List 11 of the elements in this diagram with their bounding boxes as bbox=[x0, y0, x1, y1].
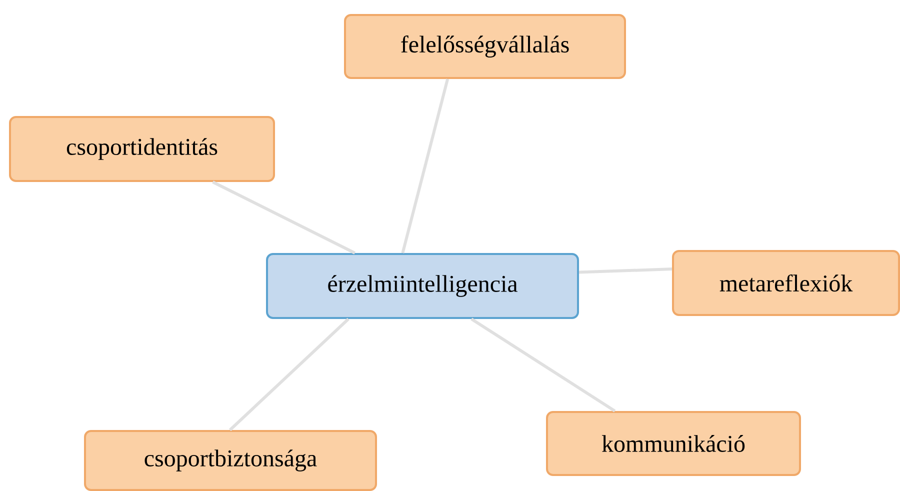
connector-line bbox=[228, 318, 350, 432]
topic-box: kommunikáció bbox=[546, 411, 801, 476]
connector-line bbox=[212, 180, 356, 254]
topic-box: felelősségvállalás bbox=[344, 14, 626, 79]
topic-box: metareflexiók bbox=[672, 250, 900, 316]
topic-box: csoportidentitás bbox=[9, 116, 275, 182]
topic-box: csoportbiztonsága bbox=[84, 430, 377, 491]
connector-line bbox=[401, 78, 450, 254]
connector-line bbox=[578, 268, 672, 274]
connector-line bbox=[470, 318, 616, 412]
central-topic-box: érzelmiintelligencia bbox=[266, 253, 579, 319]
